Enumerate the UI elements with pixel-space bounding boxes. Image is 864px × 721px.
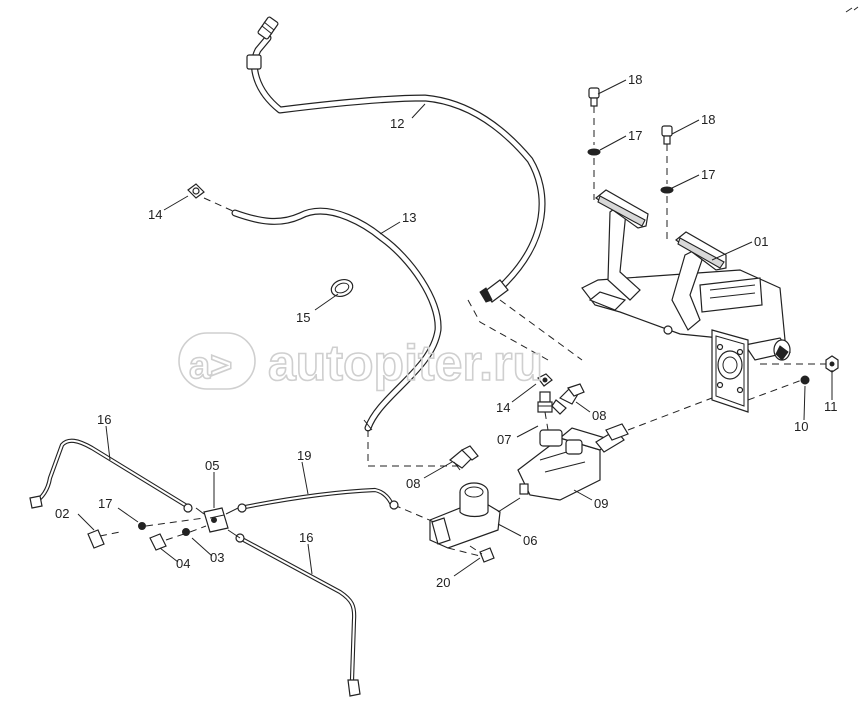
label-16-lower: 16 — [299, 530, 313, 545]
washer-10 — [800, 375, 810, 385]
pipe-16-upper — [29, 438, 193, 513]
dash-09-to-plate — [627, 397, 713, 431]
dash-plate-to-10 — [747, 379, 803, 401]
label-06: 06 — [523, 533, 537, 548]
callout-labels: 18 17 18 17 12 13 14 15 01 14 08 07 08 0… — [55, 72, 838, 590]
dash-06-to-20 — [447, 547, 481, 557]
part-02-bolt — [87, 529, 121, 549]
label-14-upper: 14 — [148, 207, 162, 222]
nut-11 — [825, 355, 839, 373]
leader-lines — [77, 79, 833, 577]
part-06-reservoir — [429, 482, 521, 549]
watermark: a> autopiter.ru — [178, 332, 544, 392]
label-07: 07 — [497, 432, 511, 447]
part-08-elbow-right — [551, 383, 585, 415]
pipe-19 — [237, 487, 435, 523]
label-18-upper-left: 18 — [628, 72, 642, 87]
label-19: 19 — [297, 448, 311, 463]
dash-hose13-to-08 — [367, 430, 460, 467]
hose-12 — [246, 16, 546, 303]
part-04-screw — [149, 533, 167, 551]
label-05: 05 — [205, 458, 219, 473]
mounting-plate — [711, 329, 749, 413]
label-20: 20 — [436, 575, 450, 590]
part-15-clamp — [330, 278, 354, 298]
bolt-18-left — [587, 87, 601, 200]
label-02: 02 — [55, 506, 69, 521]
label-18-upper-right: 18 — [701, 112, 715, 127]
part-05-junction — [195, 507, 241, 539]
hose-13 — [231, 207, 442, 432]
part-08-elbow-left — [448, 445, 479, 471]
label-17-lower: 17 — [98, 496, 112, 511]
part-09-master-cylinder — [517, 423, 629, 501]
part-17-washer-lower — [138, 517, 205, 530]
bolt-20 — [469, 545, 495, 563]
label-04: 04 — [176, 556, 190, 571]
part-14-fitting — [187, 183, 236, 213]
watermark-icon-text: a> — [189, 345, 232, 387]
label-15: 15 — [296, 310, 310, 325]
part-03-washer — [165, 525, 207, 541]
label-08-left: 08 — [406, 476, 420, 491]
watermark-text: autopiter.ru — [268, 335, 543, 391]
label-16-upper: 16 — [97, 412, 111, 427]
pipe-16-lower — [235, 533, 361, 697]
part-14-fitting-lower — [537, 373, 553, 387]
label-17-upper-left: 17 — [628, 128, 642, 143]
label-08-right: 08 — [592, 408, 606, 423]
part-07-adapter — [537, 391, 553, 431]
label-11: 11 — [824, 399, 838, 414]
corner-mark — [845, 6, 859, 13]
label-01: 01 — [754, 234, 768, 249]
label-17-upper-right: 17 — [701, 167, 715, 182]
label-10: 10 — [794, 419, 808, 434]
label-12: 12 — [390, 116, 404, 131]
label-13: 13 — [402, 210, 416, 225]
dash-hose12-to-14 — [467, 299, 549, 361]
label-09: 09 — [594, 496, 608, 511]
label-14-lower: 14 — [496, 400, 510, 415]
pedal-assembly-01 — [581, 189, 792, 361]
label-03: 03 — [210, 550, 224, 565]
bolt-18-right — [660, 125, 674, 240]
dash-hose12-down — [499, 299, 583, 361]
